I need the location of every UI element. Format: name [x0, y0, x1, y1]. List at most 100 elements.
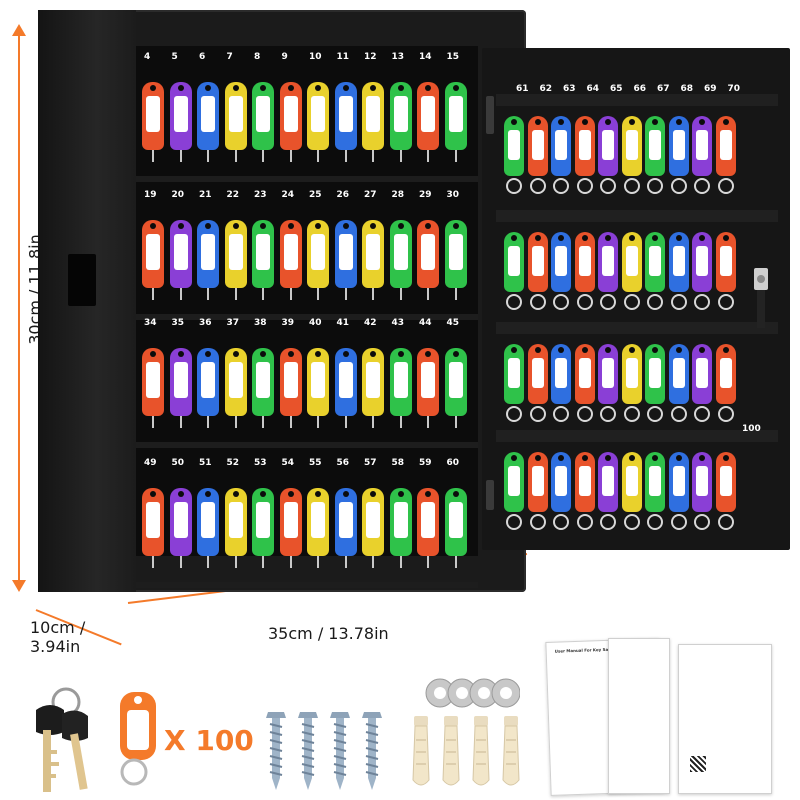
- door-key-tag[interactable]: [504, 116, 524, 176]
- key-tag[interactable]: [197, 220, 219, 288]
- key-tag[interactable]: [279, 82, 302, 150]
- key-tag[interactable]: [334, 348, 357, 416]
- key-tag[interactable]: [417, 82, 439, 150]
- key-tag[interactable]: [252, 488, 274, 556]
- key-tag[interactable]: [252, 348, 274, 416]
- tag-hole: [534, 455, 541, 461]
- key-tag[interactable]: [334, 488, 357, 556]
- key-tag[interactable]: [362, 82, 384, 150]
- key-tag[interactable]: [252, 82, 274, 150]
- door-key-tag[interactable]: [715, 232, 736, 292]
- key-tag[interactable]: [389, 488, 412, 556]
- door-key-tag[interactable]: [598, 232, 618, 292]
- tag-label-window: [173, 234, 188, 270]
- door-key-tag[interactable]: [621, 344, 642, 404]
- door-key-tag[interactable]: [574, 232, 595, 292]
- key-tag[interactable]: [307, 488, 329, 556]
- door-key-tag[interactable]: [668, 116, 689, 176]
- key-tag[interactable]: [307, 348, 329, 416]
- door-key-tag[interactable]: [527, 116, 548, 176]
- door-key-tag[interactable]: [621, 452, 642, 512]
- key-tag[interactable]: [224, 82, 247, 150]
- tag-label-window: [555, 358, 567, 388]
- key-tag[interactable]: [224, 220, 247, 288]
- door-key-tag[interactable]: [715, 344, 736, 404]
- door-key-tag[interactable]: [598, 116, 618, 176]
- door-key-tag[interactable]: [551, 452, 571, 512]
- door-key-tag[interactable]: [668, 232, 689, 292]
- key-tag[interactable]: [444, 82, 467, 150]
- door-key-tag[interactable]: [598, 452, 618, 512]
- key-tag[interactable]: [334, 82, 357, 150]
- key-tag[interactable]: [224, 348, 247, 416]
- door-key-tag[interactable]: [574, 116, 595, 176]
- key-tag[interactable]: [252, 220, 274, 288]
- key-tag[interactable]: [389, 348, 412, 416]
- door-key-tag[interactable]: [527, 232, 548, 292]
- door-key-tag[interactable]: [504, 344, 524, 404]
- slot-number: 21: [199, 190, 212, 200]
- key-tag[interactable]: [142, 488, 164, 556]
- key-tag[interactable]: [389, 82, 412, 150]
- door-key-tag[interactable]: [692, 344, 712, 404]
- door-key-tag[interactable]: [715, 452, 736, 512]
- key-tag[interactable]: [224, 488, 247, 556]
- key-tag[interactable]: [169, 220, 192, 288]
- door-slot-number: 64: [586, 84, 600, 94]
- door-key-tag[interactable]: [551, 344, 571, 404]
- key-tag[interactable]: [444, 348, 467, 416]
- door-key-tag[interactable]: [668, 452, 689, 512]
- door-key-tag[interactable]: [504, 232, 524, 292]
- key-tag[interactable]: [417, 220, 439, 288]
- door-key-tag[interactable]: [715, 116, 736, 176]
- door-key-tag[interactable]: [527, 452, 548, 512]
- key-tag[interactable]: [417, 488, 439, 556]
- key-tag[interactable]: [444, 220, 467, 288]
- door-key-tag[interactable]: [574, 452, 595, 512]
- key-tag[interactable]: [279, 348, 302, 416]
- key-tag[interactable]: [362, 348, 384, 416]
- door-key-tag[interactable]: [551, 116, 571, 176]
- door-key-tag[interactable]: [551, 232, 571, 292]
- door-key-tag[interactable]: [527, 344, 548, 404]
- key-tag[interactable]: [142, 348, 164, 416]
- key-tag[interactable]: [142, 220, 164, 288]
- door-key-tag[interactable]: [645, 344, 665, 404]
- key-tag[interactable]: [197, 348, 219, 416]
- door-key-tag[interactable]: [504, 452, 524, 512]
- door-key-tag[interactable]: [598, 344, 618, 404]
- tag-label-window: [228, 502, 243, 538]
- key-tag[interactable]: [169, 82, 192, 150]
- door-key-tag[interactable]: [645, 232, 665, 292]
- hook: [179, 288, 182, 300]
- lock-icon[interactable]: [752, 268, 770, 328]
- key-tag[interactable]: [307, 82, 329, 150]
- key-tag[interactable]: [417, 348, 439, 416]
- key-tag[interactable]: [334, 220, 357, 288]
- key-tag[interactable]: [362, 220, 384, 288]
- key-tag[interactable]: [197, 488, 219, 556]
- door-key-tag[interactable]: [668, 344, 689, 404]
- key-tag[interactable]: [444, 488, 467, 556]
- key-tag[interactable]: [389, 220, 412, 288]
- door-key-tag[interactable]: [621, 232, 642, 292]
- door-key-tag[interactable]: [621, 116, 642, 176]
- key-tag[interactable]: [142, 82, 164, 150]
- door-key-tag[interactable]: [692, 232, 712, 292]
- door-key-tag[interactable]: [692, 116, 712, 176]
- key-tag[interactable]: [279, 220, 302, 288]
- key-tag[interactable]: [169, 488, 192, 556]
- door-key-tag[interactable]: [692, 452, 712, 512]
- door-key-tag[interactable]: [645, 116, 665, 176]
- tag-hole: [150, 85, 156, 91]
- key-tag[interactable]: [307, 220, 329, 288]
- key-tag[interactable]: [197, 82, 219, 150]
- door-key-tag[interactable]: [645, 452, 665, 512]
- door-key-tag[interactable]: [574, 344, 595, 404]
- key-tag[interactable]: [169, 348, 192, 416]
- slot-number: 11: [336, 52, 350, 62]
- tag-count-label: X 100: [164, 724, 254, 757]
- key-tag[interactable]: [279, 488, 302, 556]
- tag-hole: [699, 119, 705, 125]
- key-tag[interactable]: [362, 488, 384, 556]
